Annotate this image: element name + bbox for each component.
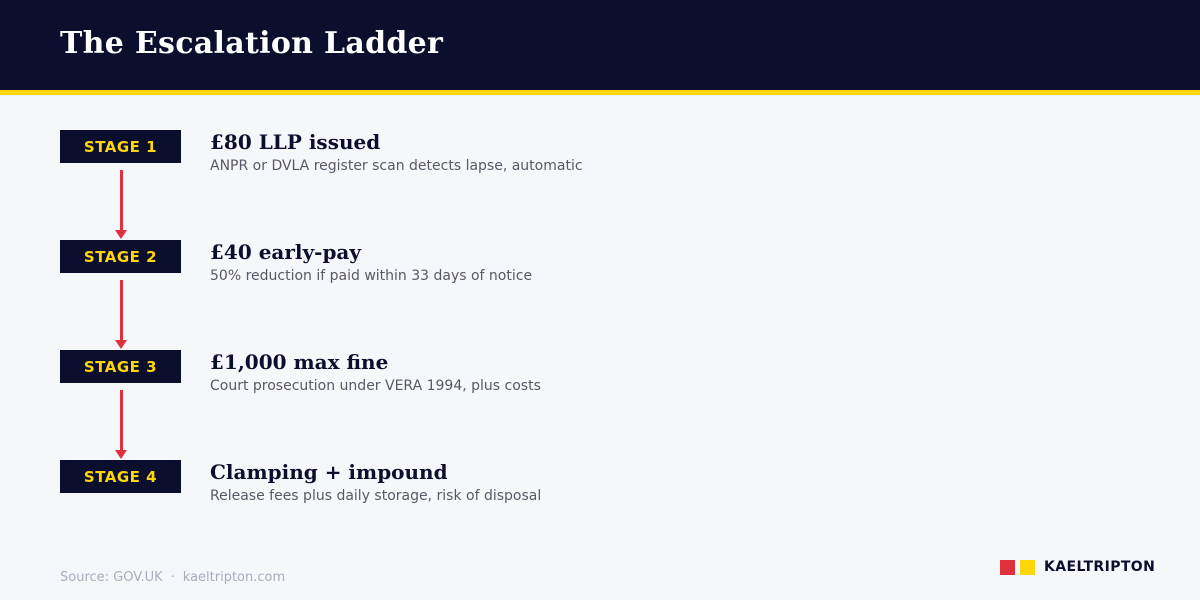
header-accent-rule: [0, 90, 1200, 95]
header-bar: The Escalation Ladder: [0, 0, 1200, 90]
stage-1: STAGE 1 £80 LLP issued ANPR or DVLA regi…: [60, 130, 1140, 210]
site-link[interactable]: kaeltripton.com: [182, 570, 286, 585]
down-arrow-icon: [114, 170, 128, 242]
down-arrow-icon: [114, 390, 128, 462]
stage-description: ANPR or DVLA register scan detects lapse…: [210, 158, 583, 174]
stage-title: Clamping + impound: [210, 460, 448, 484]
down-arrow-icon: [114, 280, 128, 352]
yellow-square-icon: [1020, 559, 1035, 575]
stage-title: £40 early-pay: [210, 240, 362, 264]
stage-badge: STAGE 4: [60, 460, 181, 493]
stage-3: STAGE 3 £1,000 max fine Court prosecutio…: [60, 350, 1140, 430]
source-text: Source: GOV.UK: [60, 570, 163, 585]
footer-separator: ·: [170, 570, 175, 585]
brand-name: KAELTRIPTON: [1044, 559, 1156, 575]
footer-source: Source: GOV.UK · kaeltripton.com: [60, 570, 285, 585]
stage-description: 50% reduction if paid within 33 days of …: [210, 268, 533, 284]
page-title: The Escalation Ladder: [60, 26, 444, 61]
stage-badge: STAGE 1: [60, 130, 181, 163]
stage-description: Court prosecution under VERA 1994, plus …: [210, 378, 541, 394]
stage-2: STAGE 2 £40 early-pay 50% reduction if p…: [60, 240, 1140, 320]
stage-description: Release fees plus daily storage, risk of…: [210, 488, 542, 504]
stage-4: STAGE 4 Clamping + impound Release fees …: [60, 460, 1140, 540]
brand-logo: KAELTRIPTON: [1000, 559, 1155, 575]
red-square-icon: [1000, 559, 1015, 575]
stage-badge: STAGE 2: [60, 240, 181, 273]
stage-title: £80 LLP issued: [210, 130, 381, 154]
stage-badge: STAGE 3: [60, 350, 181, 383]
stage-title: £1,000 max fine: [210, 350, 389, 374]
